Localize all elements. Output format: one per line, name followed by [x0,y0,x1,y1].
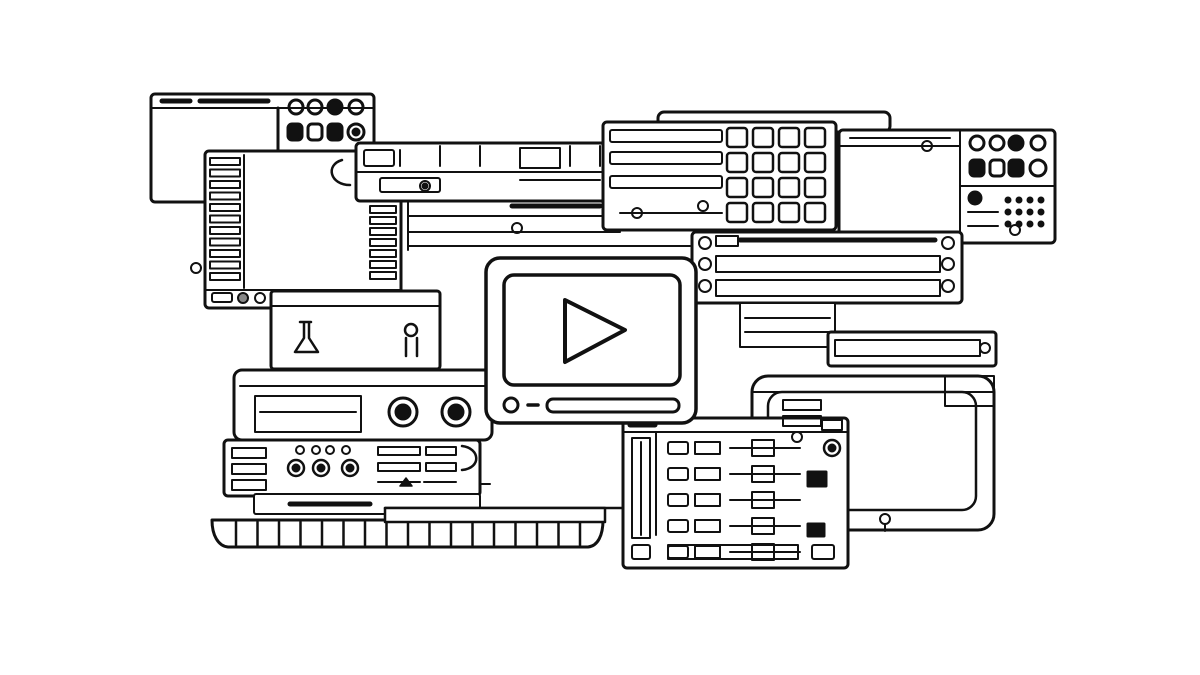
list-row [209,214,241,224]
pad-button [777,151,801,174]
player-progress-bar[interactable] [545,397,681,414]
small-screen-window [269,289,442,371]
paper-strips [739,302,998,368]
pad-button [751,201,775,224]
pad-button [751,176,775,199]
reel-button [311,445,321,455]
pad-button [803,176,827,199]
mixer-dot [1037,220,1045,228]
pad-button [725,176,749,199]
keyboard-keys [234,520,582,547]
list-row [369,205,397,214]
cassette-deck [222,438,491,515]
list-row [369,271,397,280]
volume-knob[interactable] [387,396,419,428]
reel [340,458,360,478]
button-grid-window [601,110,892,232]
reel-hub [291,463,301,473]
list-row [209,157,241,166]
list-row [209,203,241,212]
slider-rack-window [690,230,964,305]
pad-button [777,126,801,149]
list-row [209,272,241,281]
mixer-dot [1004,196,1012,204]
list-window-left-column [209,154,245,289]
stereo-receiver [232,368,494,442]
pad-button [725,126,749,149]
list-row [209,249,241,258]
reel-button [295,445,305,455]
pad-button [777,201,801,224]
pin-icon [403,322,419,358]
play-icon[interactable] [563,298,627,364]
panel-button [667,519,689,533]
panel-slider-thumb [751,465,775,483]
list-row [209,260,241,270]
panel-button [694,493,721,507]
player-power-button[interactable] [502,396,520,414]
panel-slider-thumb [751,439,775,457]
mixer-dot [1015,208,1023,216]
reel-hub [345,463,355,473]
pad-button [751,151,775,174]
mixer-dot [1037,208,1045,216]
list-row [369,227,397,236]
list-window-right-column [369,205,397,280]
pad-button [725,201,749,224]
pad-button [803,151,827,174]
mixer-window [837,128,1057,245]
control-panel-window [621,399,850,570]
pad-button [751,126,775,149]
panel-button [694,467,721,481]
list-row [369,238,397,247]
panel-button [694,519,721,533]
keyboard-base [210,506,832,549]
top-left-knob-row [286,98,366,142]
pad-button [803,201,827,224]
mixer-dot [1015,220,1023,228]
reel [286,458,306,478]
mixer-dot [1026,220,1034,228]
list-window [190,149,403,310]
toolbar-window [330,141,691,251]
mixer-dot [1026,196,1034,204]
reel [311,458,331,478]
reel-hub [316,463,326,473]
list-row [209,226,241,235]
pad-button [777,176,801,199]
mixer-dot [1037,196,1045,204]
mixer-dot [1004,208,1012,216]
list-row [369,249,397,258]
mixer-dot-matrix [1004,196,1045,228]
tuning-knob[interactable] [440,396,472,428]
video-player[interactable] [484,256,698,425]
reel-button [341,445,351,455]
panel-button [667,493,689,507]
panel-button [667,467,689,481]
panel-button [694,441,721,455]
mixer-dot [1026,208,1034,216]
cassette-reels [286,445,360,478]
pad-button [725,151,749,174]
list-row [209,237,241,247]
list-row [369,260,397,269]
pad-button-grid [725,126,827,224]
mixer-dot [1004,220,1012,228]
list-row [209,180,241,189]
pad-button [803,126,827,149]
flask-icon [293,320,320,354]
panel-slider-thumb [751,517,775,535]
reel-button [325,445,335,455]
list-row [209,168,241,178]
mixer-dot [1015,196,1023,204]
panel-button [667,441,689,455]
panel-slider-thumb [751,491,775,509]
list-row [369,216,397,225]
list-window-handle[interactable] [190,262,202,274]
list-row [209,191,241,201]
